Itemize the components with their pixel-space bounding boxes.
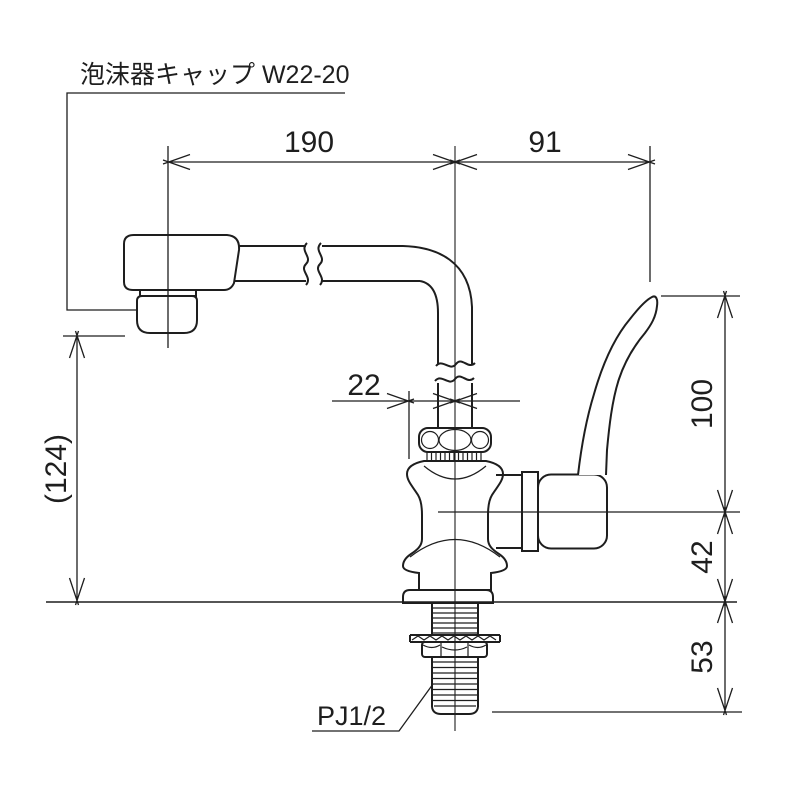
knurl-ticks (426, 452, 482, 461)
leader-aerator-callout (66, 92, 345, 311)
pipe-break-symbol-horizontal (303, 242, 323, 286)
lock-washer-serration (411, 635, 497, 641)
spout-head (123, 234, 241, 291)
valve-cylinder (496, 474, 523, 549)
dim-value-22: 22 (347, 369, 380, 402)
spout-elbow-outer (402, 245, 473, 364)
labels: 泡沫器キャップ W22-20 190 91 22 (124) 100 42 53… (40, 61, 719, 731)
mounting-flange (402, 589, 494, 604)
arrowheads-22 (386, 392, 478, 410)
handle-lever (577, 295, 659, 476)
arrowheads-top-dim (162, 153, 656, 171)
faucet-outline (123, 234, 659, 715)
aerator-cap-label: 泡沫器キャップ W22-20 (80, 61, 349, 89)
thread-size-label: PJ1/2 (317, 701, 386, 731)
arrowheads-124 (68, 330, 86, 606)
dim-value-100: 100 (686, 379, 719, 429)
riser-pipe-edges (437, 383, 473, 428)
dimension-lines (46, 92, 742, 732)
dim-value-91: 91 (528, 126, 561, 159)
dim-value-42: 42 (686, 540, 719, 573)
dim-value-190: 190 (284, 126, 334, 159)
spout-elbow-inner (419, 280, 439, 364)
aerator-cap (136, 295, 198, 334)
dim-value-53: 53 (686, 640, 719, 673)
dim-value-124: (124) (40, 434, 73, 504)
leader-thread-callout (312, 683, 434, 732)
arrowheads-right-dim (716, 290, 734, 716)
hex-nut-facets (422, 643, 487, 656)
